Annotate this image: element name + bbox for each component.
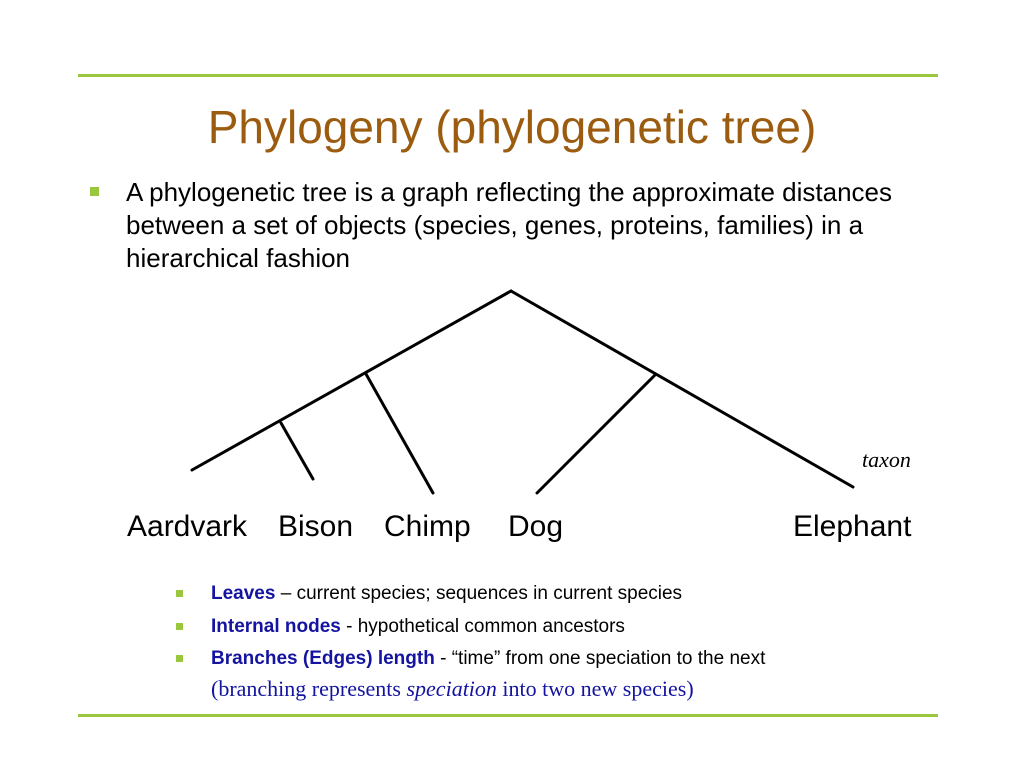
sub-bullet-prefix: - <box>434 648 452 669</box>
note-text-after: into two new species) <box>496 676 694 701</box>
branch-dog <box>535 373 657 495</box>
branch-bison <box>279 421 315 481</box>
branch-root-left <box>190 289 513 472</box>
taxon-label: taxon <box>862 447 911 472</box>
sub-bullet-suffix: from one speciation to the next <box>500 648 766 669</box>
bullet-square-icon <box>176 655 183 662</box>
leaf-dog: Dog <box>508 510 564 543</box>
bottom-rule <box>78 714 938 717</box>
open-quote: “ <box>451 648 459 669</box>
sub-bullet-text: - hypothetical common ancestors <box>340 616 625 637</box>
sub-bullet-internal-nodes: Internal nodes - hypothetical common anc… <box>176 616 625 638</box>
term-internal-nodes: Internal nodes <box>211 616 341 637</box>
main-bullet-text: A phylogenetic tree is a graph reflectin… <box>126 177 893 273</box>
leaf-chimp: Chimp <box>384 510 471 543</box>
bullet-square-icon <box>176 590 183 597</box>
slide-title: Phylogeny (phylogenetic tree) <box>207 101 817 153</box>
branch-root-right <box>509 289 855 489</box>
leaf-elephant: Elephant <box>793 510 912 543</box>
leaf-bison: Bison <box>278 510 354 543</box>
term-leaves: Leaves <box>211 583 276 604</box>
note-text-before: branching represents <box>218 676 407 701</box>
sub-bullet-text: – current species; sequences in current … <box>275 583 683 604</box>
term-branches: Branches (Edges) length <box>211 648 435 669</box>
bullet-square-icon <box>90 187 99 196</box>
main-bullet: A phylogenetic tree is a graph reflectin… <box>90 176 950 275</box>
quoted-time: time <box>458 648 494 669</box>
note-open-paren: ( <box>211 676 219 701</box>
sub-bullet-leaves: Leaves – current species; sequences in c… <box>176 583 682 605</box>
leaf-aardvark: Aardvark <box>127 510 248 543</box>
top-rule <box>78 74 938 77</box>
branch-chimp <box>364 372 435 495</box>
sub-bullet-branches: Branches (Edges) length - “time” from on… <box>176 648 765 702</box>
close-quote: ” <box>493 648 501 669</box>
speciation-note: (branching represents speciation into tw… <box>211 676 765 702</box>
note-emphasis: speciation <box>406 676 497 701</box>
bullet-square-icon <box>176 623 183 630</box>
